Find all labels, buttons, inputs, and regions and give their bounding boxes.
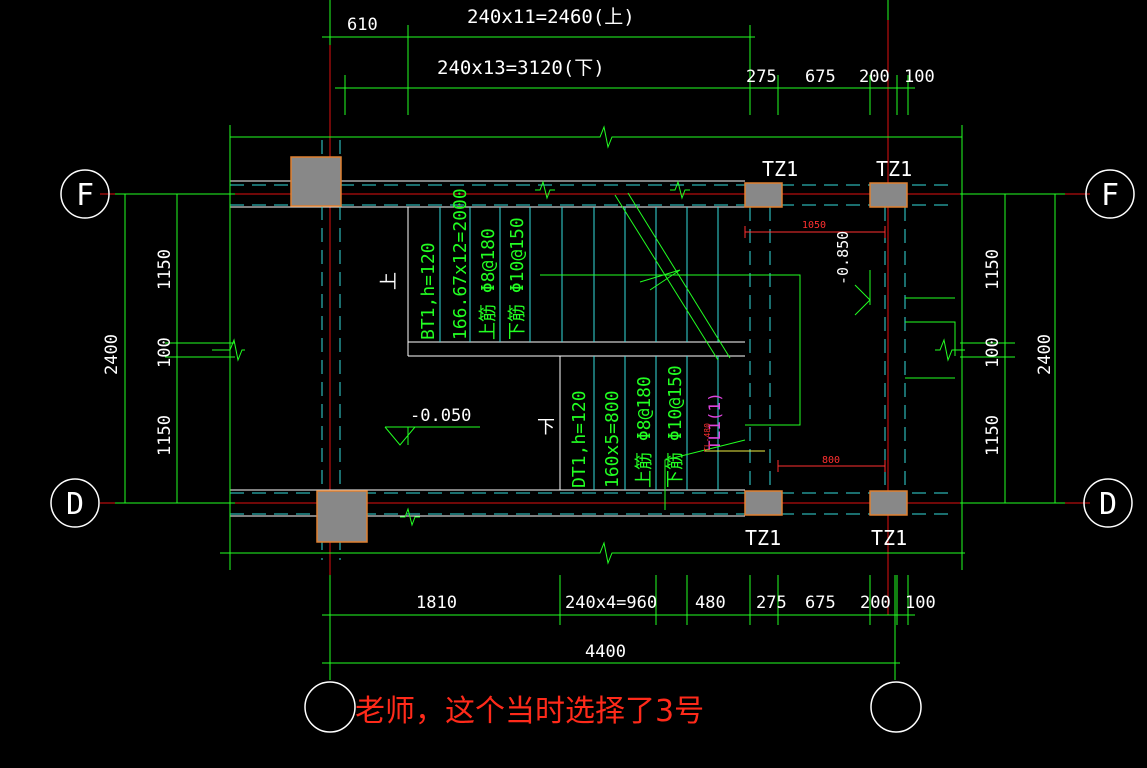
column-tz1-top-left [744, 182, 783, 208]
dim-bottom-4400: 4400 [585, 642, 626, 662]
dim-right-1150-upper: 1150 [983, 249, 1003, 290]
dim-right-1150-lower: 1150 [983, 415, 1003, 456]
column-label-tz1-top-right: TZ1 [876, 157, 912, 181]
dim-top-610: 610 [347, 15, 378, 35]
stair-lower-top-bar: 上筋 Φ8@180 [634, 376, 655, 488]
stair-lower-bottom-bar: 下筋 Φ10@150 [665, 365, 686, 488]
column-label-tz1-top-left: TZ1 [762, 157, 798, 181]
axis-bubble-bottom-right [870, 681, 922, 733]
axis-bubble-d-right: D [1083, 478, 1133, 528]
direction-down: 下 [537, 417, 555, 438]
axis-bubble-d-left: D [50, 478, 100, 528]
dim-1050: 1050 [802, 220, 826, 231]
stair-upper-steps: 166.67x12=2000 [450, 188, 471, 340]
dim-bottom-275: 275 [756, 593, 787, 613]
axis-label-f-left: F [76, 178, 94, 213]
stair-upper-name: BT1,h=120 [418, 242, 439, 340]
dim-top-100: 100 [904, 67, 935, 87]
axis-bubble-f-left: F [60, 169, 110, 219]
dim-top-200: 200 [859, 67, 890, 87]
dimension-lines [115, 0, 1065, 680]
columns [290, 156, 908, 543]
level-landing: -0.050 [410, 406, 471, 426]
beam-tag: TL1(1) [705, 392, 724, 450]
red-dimensions [744, 226, 886, 472]
level-platform: -0.850 [834, 231, 852, 285]
dim-left-1150-lower: 1150 [155, 415, 175, 456]
dim-left-2400: 2400 [102, 334, 122, 375]
column-bottom-left [316, 490, 368, 543]
dim-left-1150-upper: 1150 [155, 249, 175, 290]
axis-lines [100, 0, 1090, 615]
axis-label-d-left: D [66, 487, 84, 522]
dim-top-675: 675 [805, 67, 836, 87]
stair-lower-name: DT1,h=120 [569, 390, 590, 488]
dim-right-100: 100 [983, 337, 1003, 368]
axis-bubble-f-right: F [1085, 169, 1135, 219]
stair-upper-top-bar: 上筋 Φ8@180 [478, 228, 499, 340]
dim-top-275: 275 [746, 67, 777, 87]
dim-bottom-200: 200 [860, 593, 891, 613]
stair-upper-bottom-bar: 下筋 Φ10@150 [507, 217, 528, 340]
dim-right-2400: 2400 [1035, 334, 1055, 375]
column-tz1-bottom-left [744, 490, 783, 516]
column-label-tz1-bottom-left: TZ1 [745, 526, 781, 550]
axis-label-d-right: D [1099, 487, 1117, 522]
dim-left-100: 100 [155, 337, 175, 368]
dim-bottom-480: 480 [695, 593, 726, 613]
wall-outlines [230, 180, 745, 517]
dim-bottom-1810: 1810 [416, 593, 457, 613]
stair-lower-steps: 160x5=800 [602, 390, 623, 488]
column-tz1-bottom-right [869, 490, 908, 516]
dim-lower-flight: 240x13=3120(下) [437, 57, 605, 79]
small-tag: TL-480 [703, 423, 712, 452]
teacher-question-caption: 老师，这个当时选择了3号 [355, 694, 705, 729]
dim-upper-flight: 240x11=2460(上) [467, 6, 635, 28]
direction-up: 上 [379, 272, 400, 290]
axis-label-f-right: F [1101, 178, 1119, 213]
dim-bottom-100: 100 [905, 593, 936, 613]
dim-800: 800 [822, 455, 840, 466]
axis-bubble-bottom-left [304, 681, 356, 733]
dim-bottom-675: 675 [805, 593, 836, 613]
stair-treads-lower [593, 356, 719, 490]
column-label-tz1-bottom-right: TZ1 [871, 526, 907, 550]
dim-bottom-960: 240x4=960 [565, 593, 657, 613]
column-tz1-top-right [869, 182, 908, 208]
column-top-left [290, 156, 342, 207]
